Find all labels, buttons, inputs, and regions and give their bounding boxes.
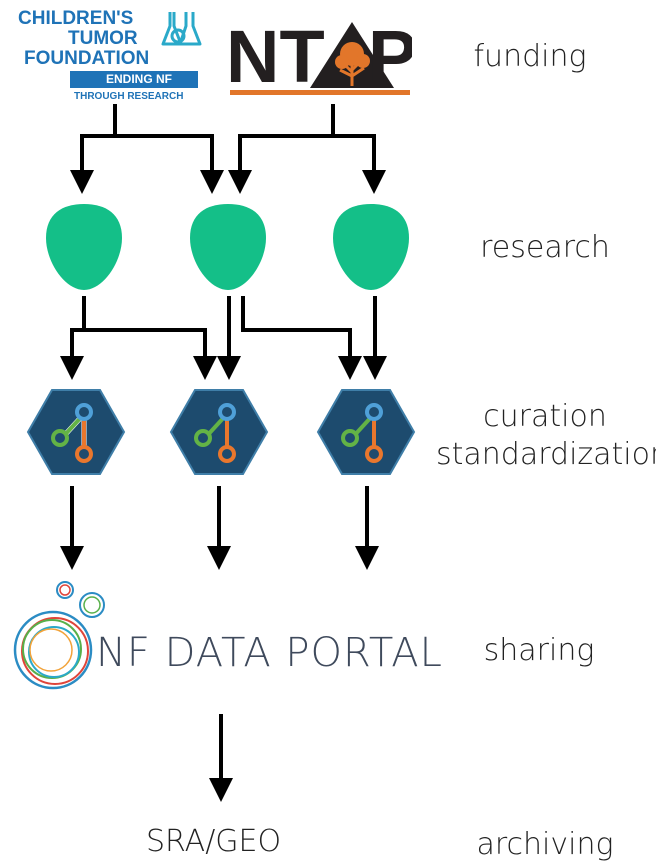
ntap-right-letter: P bbox=[368, 20, 412, 96]
researcher-3-icon bbox=[333, 204, 409, 290]
researcher-1-icon bbox=[46, 204, 122, 290]
stage-label-funding: funding bbox=[473, 39, 587, 74]
ctf-banner bbox=[70, 71, 198, 88]
stage-label-sharing: sharing bbox=[483, 633, 595, 668]
funding-arrowheads bbox=[70, 170, 386, 194]
researcher-2-icon bbox=[190, 204, 266, 290]
research-arrowheads bbox=[60, 356, 387, 380]
funding-connectors bbox=[80, 104, 376, 178]
nf-data-portal-title: NF DATA PORTAL bbox=[96, 630, 443, 676]
stage-label-curation: curation standardization bbox=[436, 398, 656, 473]
childrens-tumor-foundation-logo: CHILDREN'S TUMOR FOUNDATION ENDING NF TH… bbox=[18, 8, 208, 104]
stage-label-curation-line1: curation bbox=[483, 399, 607, 434]
research-connectors bbox=[70, 296, 377, 362]
ntap-logo: NT P bbox=[226, 15, 417, 98]
ctf-tagline: THROUGH RESEARCH bbox=[74, 91, 184, 102]
curation-hexagon-3-icon bbox=[316, 389, 416, 475]
curation-arrowheads bbox=[60, 546, 379, 570]
curation-hexagon-2-icon bbox=[169, 389, 269, 475]
ctf-banner-text: ENDING NF bbox=[106, 72, 172, 86]
ntap-left-letters: NT bbox=[226, 20, 325, 96]
ntap-underline bbox=[230, 90, 410, 95]
curation-hexagon-1-icon bbox=[26, 389, 126, 475]
curation-arrows bbox=[70, 486, 369, 552]
ctf-line3: FOUNDATION bbox=[24, 48, 150, 69]
concentric-rings-icon bbox=[13, 581, 105, 690]
tree-triangle-icon bbox=[310, 22, 394, 88]
ctf-line1: CHILDREN'S bbox=[18, 8, 134, 29]
stage-label-research: research bbox=[480, 230, 610, 265]
stage-label-curation-line2: standardization bbox=[436, 436, 656, 472]
flask-icon bbox=[161, 12, 202, 46]
archive-name: SRA/GEO bbox=[146, 824, 282, 859]
portal-arrow bbox=[209, 714, 233, 802]
ctf-line2: TUMOR bbox=[68, 28, 138, 49]
stage-label-archiving: archiving bbox=[476, 827, 614, 862]
